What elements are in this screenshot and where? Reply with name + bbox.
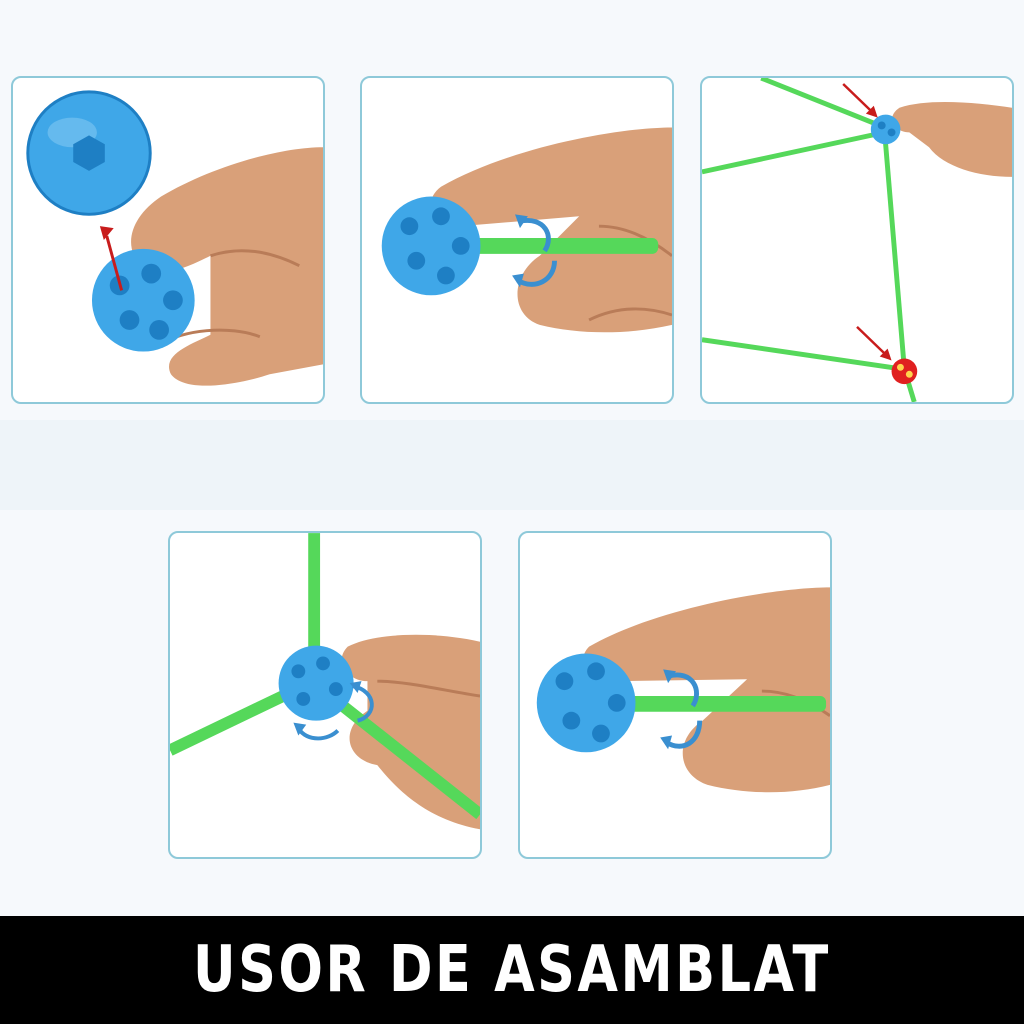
step-3-illustration — [702, 78, 1012, 402]
rotate-arrow-icon — [519, 218, 551, 253]
step-4-panel — [168, 531, 482, 859]
rotate-arrow-icon — [667, 672, 699, 708]
title-banner: USOR DE ASAMBLAT — [0, 916, 1024, 1024]
step-2-panel — [360, 76, 674, 404]
blue-joint-icon — [870, 114, 901, 145]
green-stick-icon — [628, 695, 827, 712]
red-joint-icon — [891, 358, 918, 385]
red-arrow-icon — [842, 83, 873, 113]
connector-ball-icon — [278, 645, 354, 721]
step-1-illustration — [26, 90, 323, 386]
banner-title: USOR DE ASAMBLAT — [193, 933, 831, 1007]
step-4-illustration — [170, 533, 480, 830]
green-stick-icon — [470, 238, 659, 254]
step-5-illustration — [536, 587, 830, 793]
step-1-panel — [11, 76, 325, 404]
step-5-panel — [518, 531, 832, 859]
background-light-band — [0, 420, 1024, 510]
hexagon-hole-icon — [73, 135, 105, 171]
step-3-panel — [700, 76, 1014, 404]
red-arrow-icon — [105, 235, 124, 291]
red-arrow-icon — [856, 325, 887, 356]
step-2-illustration — [381, 127, 672, 333]
